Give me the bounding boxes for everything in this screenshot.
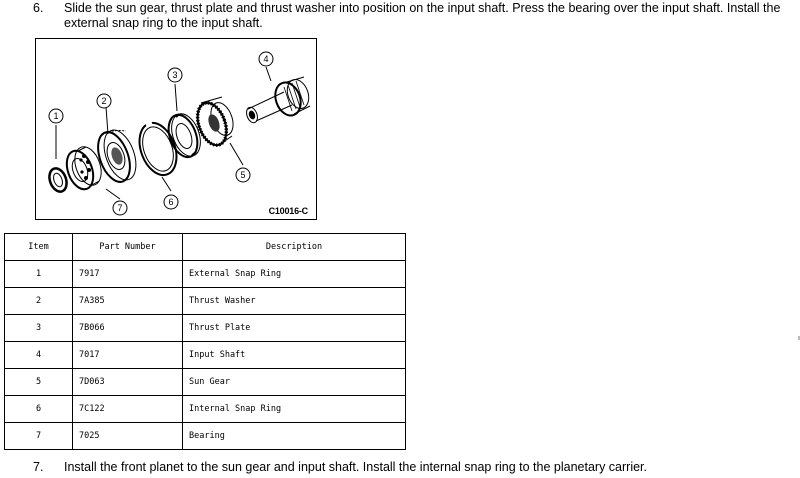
parts-table: Item Part Number Description 1 7917 Exte…: [4, 233, 406, 450]
table-row: 4 7017 Input Shaft: [4, 341, 406, 369]
header-item: Item: [4, 233, 73, 261]
internal-snap-ring-part: [138, 121, 178, 177]
table-row: 3 7B066 Thrust Plate: [4, 314, 406, 342]
thrust-washer-part: [97, 129, 137, 183]
callout-7: 7: [117, 203, 122, 213]
cell-part-number: 7025: [72, 422, 183, 450]
cell-item: 4: [4, 341, 73, 369]
header-description: Description: [182, 233, 406, 261]
step-number: 7.: [33, 460, 44, 474]
bearing-part: [65, 146, 102, 191]
callout-5: 5: [240, 170, 245, 180]
sun-gear-part: [195, 96, 234, 147]
cell-part-number: 7D063: [72, 368, 183, 396]
table-header-row: Item Part Number Description: [4, 233, 406, 261]
table-row: 5 7D063 Sun Gear: [4, 368, 406, 396]
cell-item: 2: [4, 287, 73, 315]
table-row: 1 7917 External Snap Ring: [4, 260, 406, 288]
step-7: 7. Install the front planet to the sun g…: [0, 460, 800, 476]
table-row: 7 7025 Bearing: [4, 422, 406, 450]
scrollbar-edge[interactable]: [798, 336, 800, 340]
cell-part-number: 7917: [72, 260, 183, 288]
cell-item: 5: [4, 368, 73, 396]
cell-item: 1: [4, 260, 73, 288]
figure-code: C10016-C: [268, 206, 309, 216]
exploded-diagram: 1 2 3 4 5 6 7: [48, 51, 311, 216]
cell-item: 6: [4, 395, 73, 423]
cell-description: Sun Gear: [182, 368, 406, 396]
callout-2: 2: [101, 96, 106, 106]
table-row: 6 7C122 Internal Snap Ring: [4, 395, 406, 423]
header-part-number: Part Number: [72, 233, 183, 261]
table-row: 2 7A385 Thrust Washer: [4, 287, 406, 315]
callout-4: 4: [263, 54, 268, 64]
callout-3: 3: [172, 70, 177, 80]
cell-item: 3: [4, 314, 73, 342]
cell-description: Bearing: [182, 422, 406, 450]
step-number: 6.: [33, 1, 44, 15]
cell-description: Thrust Washer: [182, 287, 406, 315]
thrust-plate-part: [167, 113, 201, 159]
cell-description: Internal Snap Ring: [182, 395, 406, 423]
callout-1: 1: [53, 111, 58, 121]
callout-6: 6: [168, 197, 173, 207]
external-snap-ring-part: [48, 167, 68, 193]
cell-description: Thrust Plate: [182, 314, 406, 342]
cell-part-number: 7017: [72, 341, 183, 369]
input-shaft-part: [246, 76, 311, 124]
cell-part-number: 7C122: [72, 395, 183, 423]
cell-part-number: 7A385: [72, 287, 183, 315]
cell-item: 7: [4, 422, 73, 450]
exploded-view-figure: 1 2 3 4 5 6 7 C10016-C: [35, 38, 317, 220]
cell-part-number: 7B066: [72, 314, 183, 342]
step-text: Slide the sun gear, thrust plate and thr…: [64, 1, 781, 30]
cell-description: External Snap Ring: [182, 260, 406, 288]
step-text: Install the front planet to the sun gear…: [64, 460, 647, 474]
step-6: 6. Slide the sun gear, thrust plate and …: [0, 1, 800, 33]
cell-description: Input Shaft: [182, 341, 406, 369]
